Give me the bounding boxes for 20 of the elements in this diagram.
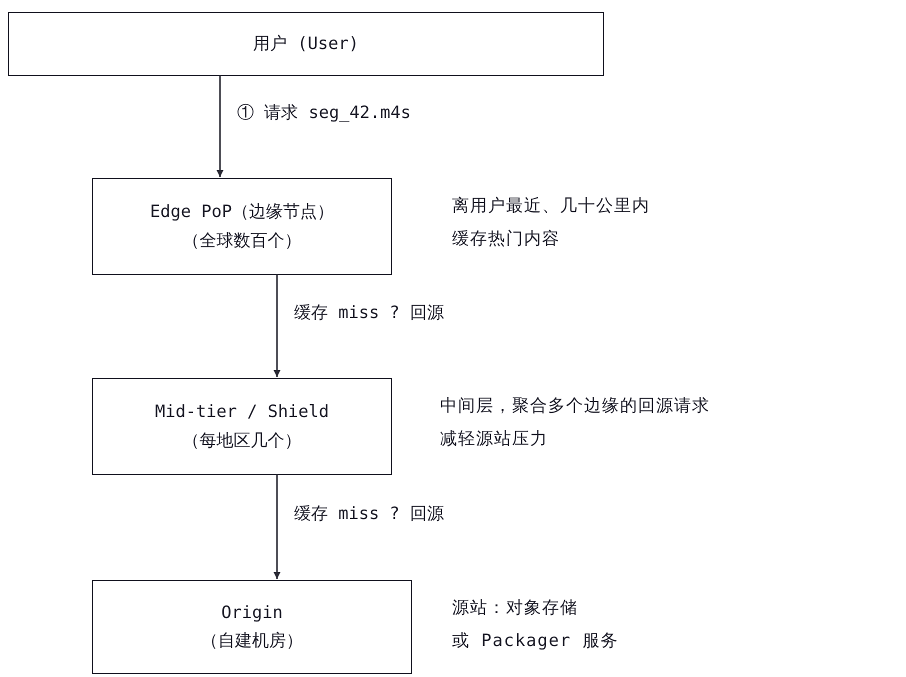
node-label: Edge PoP（边缘节点） [150,201,334,224]
note-text: 或 Packager 服务 [452,630,618,652]
node-label: Mid-tier / Shield [155,401,329,424]
node-label: 用户 (User) [253,32,359,56]
node-label: （全球数百个） [182,230,302,252]
note-text: 中间层，聚合多个边缘的回源请求 [440,395,710,417]
process-box [92,580,412,674]
node-label: （每地区几个） [182,430,302,452]
process-box [92,178,392,275]
process-box [92,378,392,475]
node-label: Origin [221,602,283,624]
note-text: 缓存热门内容 [452,228,561,250]
note-text: 源站：对象存储 [452,597,579,619]
node-label: （自建机房） [201,630,303,652]
arrow [274,275,280,377]
note-text: 减轻源站压力 [440,428,549,450]
process-box [8,12,604,76]
note-text: 离用户最近、几十公里内 [452,195,650,217]
arrow [274,475,280,579]
arrow [216,76,224,177]
